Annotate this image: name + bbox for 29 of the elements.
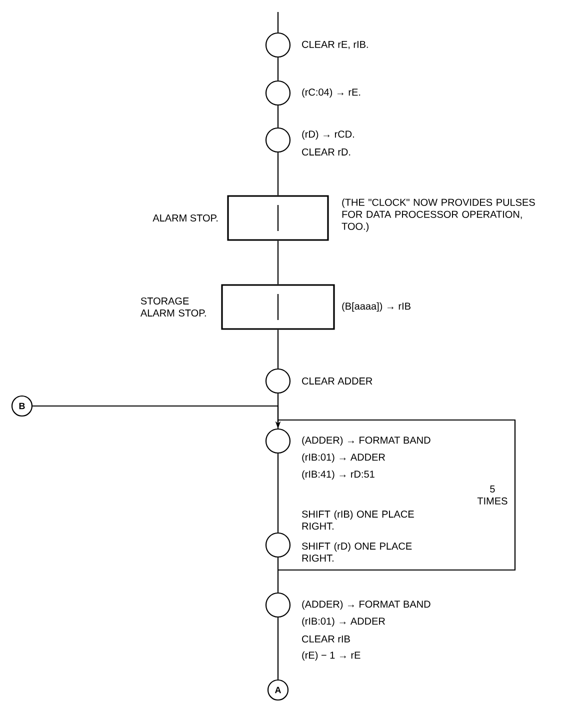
flow-line (277, 240, 279, 284)
step-text: ALARM STOP. (152, 214, 218, 222)
step-text: (ADDER) → FORMAT BAND (302, 436, 430, 446)
step-text: (rIB:01) → ADDER (302, 453, 385, 463)
flow-line (277, 558, 279, 592)
flow-line (277, 454, 279, 532)
step-text: SHIFT (rD) ONE PLACE RIGHT. (302, 542, 412, 562)
step-text: (rIB:41) → rD:51 (302, 470, 374, 480)
step-text: (rIB:01) → ADDER (302, 617, 385, 627)
step-text: (rC:04) → rE. (302, 88, 360, 98)
step-text: CLEAR ADDER (302, 377, 372, 385)
flow-line (277, 330, 279, 368)
step-text: (THE "CLOCK" NOW PROVIDES PULSES FOR DATA PROCESSOR OPERATION, TOO.) (342, 198, 535, 232)
flow-line (277, 618, 279, 680)
step-text: (rE) − 1 → rE (302, 651, 360, 661)
flow-line (277, 12, 279, 32)
step-text: STORAGE ALARM STOP. (140, 297, 206, 317)
step-text: SHIFT (rIB) ONE PLACE RIGHT. (302, 510, 414, 530)
flow-line (277, 58, 279, 80)
step-text: CLEAR rD. (302, 148, 350, 156)
step-text: CLEAR rE, rIB. (302, 40, 368, 50)
step-text: (rD) → rCD. (302, 130, 354, 140)
step-text: (ADDER) → FORMAT BAND (302, 600, 430, 610)
flow-line (277, 394, 279, 428)
flow-line (277, 152, 279, 196)
step-text: CLEAR rIB (302, 635, 350, 643)
edge-label: 5 TIMES (477, 486, 508, 504)
flow-line (277, 106, 279, 128)
step-text: (B[aaaa]) → rIB (342, 302, 410, 312)
